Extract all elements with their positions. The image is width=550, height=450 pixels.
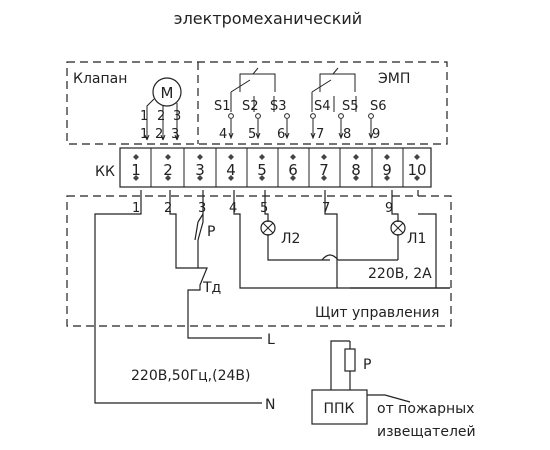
emp-pin-8: 8 [343, 127, 351, 142]
emp-pin-7: 7 [316, 127, 324, 142]
motor-label: M [161, 84, 174, 102]
terminal-dividers [150, 148, 404, 187]
fire-panel-note-2: извещателей [377, 424, 476, 440]
fire-detector-line [367, 394, 411, 403]
panel-pin-2: 2 [164, 201, 172, 216]
motor-pin-2: 2 [157, 109, 165, 124]
valve-enclosure [66, 61, 448, 145]
switch-label-s2: S2 [242, 99, 259, 114]
fire-panel-box [311, 389, 368, 425]
terminal-6: 6 [288, 161, 298, 179]
emp-pin-9: 9 [372, 127, 380, 142]
fire-panel-relay [330, 340, 356, 380]
switch-label-s6: S6 [370, 99, 387, 114]
emp-pin-5: 5 [248, 127, 256, 142]
emp-label: ЭМП [378, 71, 410, 87]
fire-panel-note-1: от пожарных [377, 401, 474, 417]
terminal-9: 9 [382, 161, 392, 179]
terminal-block [119, 147, 432, 188]
terminal-2: 2 [163, 161, 173, 179]
lamp-l1-label: Л1 [407, 231, 426, 247]
motor-pin-lower-1: 1 [140, 127, 148, 142]
terminal-8: 8 [351, 161, 361, 179]
motor-pin-lower-3: 3 [171, 127, 179, 142]
motor-arrow-3 [174, 134, 180, 141]
motor-pin-lower-2: 2 [155, 127, 163, 142]
panel-pin-1: 1 [132, 201, 140, 216]
panel-supply-label: 220В, 2А [368, 266, 432, 282]
terminal-5: 5 [257, 161, 267, 179]
switch-label-s3: S3 [270, 99, 287, 114]
switch-group-2-bar [332, 67, 339, 75]
switch-group-1-bar [252, 67, 259, 75]
fire-panel-relay-label: Р [363, 357, 371, 373]
fire-panel-label: ППК [324, 401, 355, 417]
fire-panel-relay-leads [330, 380, 351, 390]
terminal-1: 1 [131, 161, 141, 179]
valve-label: Клапан [73, 71, 127, 87]
lamp-l2-icon [260, 220, 276, 236]
lamp-l2-label: Л2 [281, 231, 300, 247]
mains-line-label: L [267, 332, 275, 348]
mains-supply-label: 220В,50Гц,(24В) [131, 368, 250, 384]
panel-pin-3: 3 [198, 201, 206, 216]
switch-label-s5: S5 [342, 99, 359, 114]
panel-pin-4: 4 [229, 201, 237, 216]
switch-label-s1: S1 [214, 99, 231, 114]
terminal-block-label: КК [95, 164, 115, 180]
terminal-4: 4 [226, 161, 236, 179]
panel-pin-7: 7 [322, 201, 330, 216]
motor-lead-1 [146, 98, 155, 140]
switch-group-1-common [239, 73, 276, 92]
panel-wiring [94, 190, 450, 404]
control-panel-enclosure [66, 195, 452, 327]
terminal-7: 7 [319, 161, 329, 179]
terminal-3: 3 [195, 161, 205, 179]
switch-group-2-common [319, 73, 356, 92]
motor-symbol [152, 77, 182, 107]
motor-arrow-1 [144, 134, 150, 141]
switch-label-s4: S4 [314, 99, 331, 114]
emp-pin-4: 4 [219, 127, 227, 142]
mains-neutral-label: N [265, 397, 275, 413]
motor-pin-3: 3 [173, 109, 181, 124]
motor-arrow-2 [160, 134, 166, 141]
terminal-10: 10 [407, 161, 426, 179]
relay-label: Р [207, 224, 215, 240]
control-panel-label: Щит управления [315, 305, 439, 321]
switch-s4-blade [311, 79, 332, 93]
motor-pin-1: 1 [140, 109, 148, 124]
lamp-l1-icon [390, 220, 406, 236]
emp-contacts [228, 113, 374, 140]
emp-pin-6: 6 [277, 127, 285, 142]
panel-pin-5: 5 [260, 201, 268, 216]
switch-s1-blade [230, 79, 251, 93]
panel-pin-9: 9 [385, 201, 393, 216]
diagram-title: электромеханический [174, 9, 362, 28]
terminal-diamonds [133, 154, 420, 181]
delay-label: Тд [202, 280, 221, 296]
